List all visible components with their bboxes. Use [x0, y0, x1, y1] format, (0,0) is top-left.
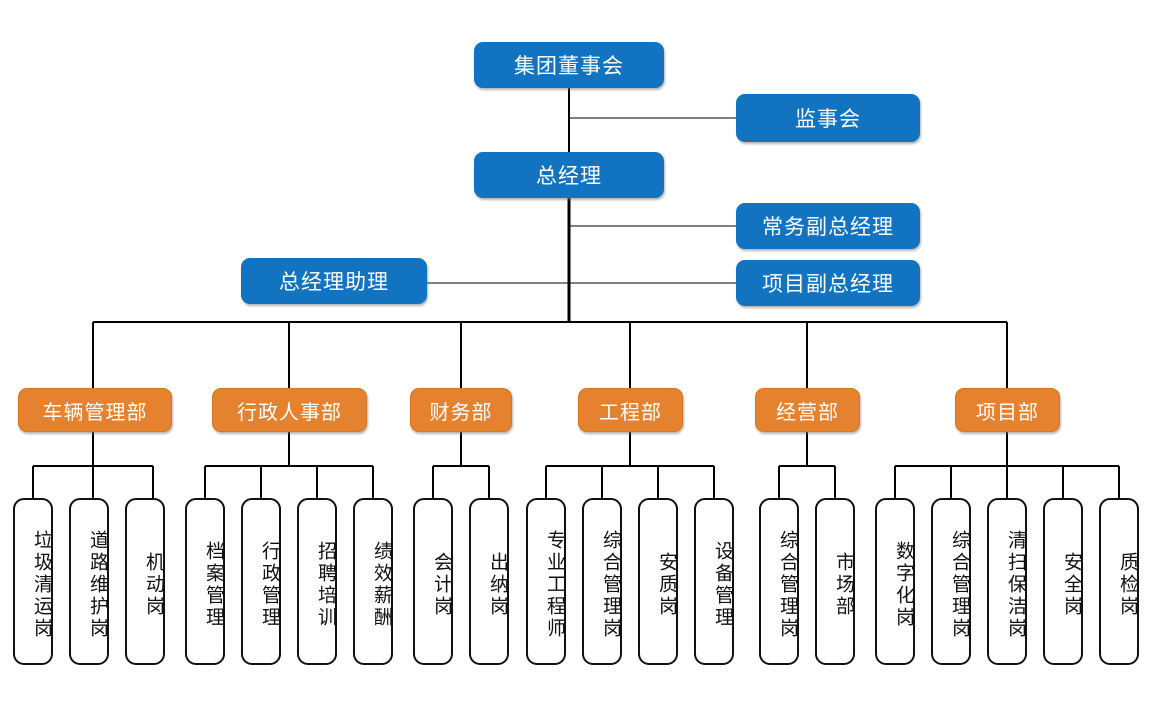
node-dept-finance[interactable]: 财务部 — [410, 388, 512, 432]
node-supervisory-board[interactable]: 监事会 — [736, 94, 920, 142]
node-post-13[interactable]: 设备管理 — [694, 498, 734, 665]
node-post-03[interactable]: 机动岗 — [125, 498, 165, 665]
node-project-vice-gm[interactable]: 项目副总经理 — [736, 260, 920, 306]
node-post-17[interactable]: 综合管理岗 — [931, 498, 971, 665]
node-post-10[interactable]: 专业工程师 — [526, 498, 566, 665]
node-post-08[interactable]: 会计岗 — [413, 498, 453, 665]
node-post-14[interactable]: 综合管理岗 — [759, 498, 799, 665]
node-post-01[interactable]: 垃圾清运岗 — [13, 498, 53, 665]
node-gm-assistant[interactable]: 总经理助理 — [241, 258, 427, 304]
node-post-06[interactable]: 招聘培训 — [297, 498, 337, 665]
node-post-05[interactable]: 行政管理 — [241, 498, 281, 665]
node-dept-project[interactable]: 项目部 — [955, 388, 1060, 432]
node-executive-vice-gm[interactable]: 常务副总经理 — [736, 203, 920, 249]
node-post-11[interactable]: 综合管理岗 — [582, 498, 622, 665]
node-post-19[interactable]: 安全岗 — [1043, 498, 1083, 665]
node-dept-operations[interactable]: 经营部 — [755, 388, 860, 432]
node-post-12[interactable]: 安质岗 — [638, 498, 678, 665]
node-general-manager[interactable]: 总经理 — [474, 152, 664, 198]
node-post-04[interactable]: 档案管理 — [185, 498, 225, 665]
node-post-09[interactable]: 出纳岗 — [469, 498, 509, 665]
node-post-20[interactable]: 质检岗 — [1099, 498, 1139, 665]
node-dept-vehicle[interactable]: 车辆管理部 — [18, 388, 172, 432]
node-post-18[interactable]: 清扫保洁岗 — [987, 498, 1027, 665]
node-post-16[interactable]: 数字化岗 — [875, 498, 915, 665]
node-post-15[interactable]: 市场部 — [815, 498, 855, 665]
node-board[interactable]: 集团董事会 — [474, 42, 664, 88]
node-dept-admin-hr[interactable]: 行政人事部 — [212, 388, 367, 432]
node-post-02[interactable]: 道路维护岗 — [69, 498, 109, 665]
node-post-07[interactable]: 绩效薪酬 — [353, 498, 393, 665]
node-dept-engineering[interactable]: 工程部 — [578, 388, 683, 432]
